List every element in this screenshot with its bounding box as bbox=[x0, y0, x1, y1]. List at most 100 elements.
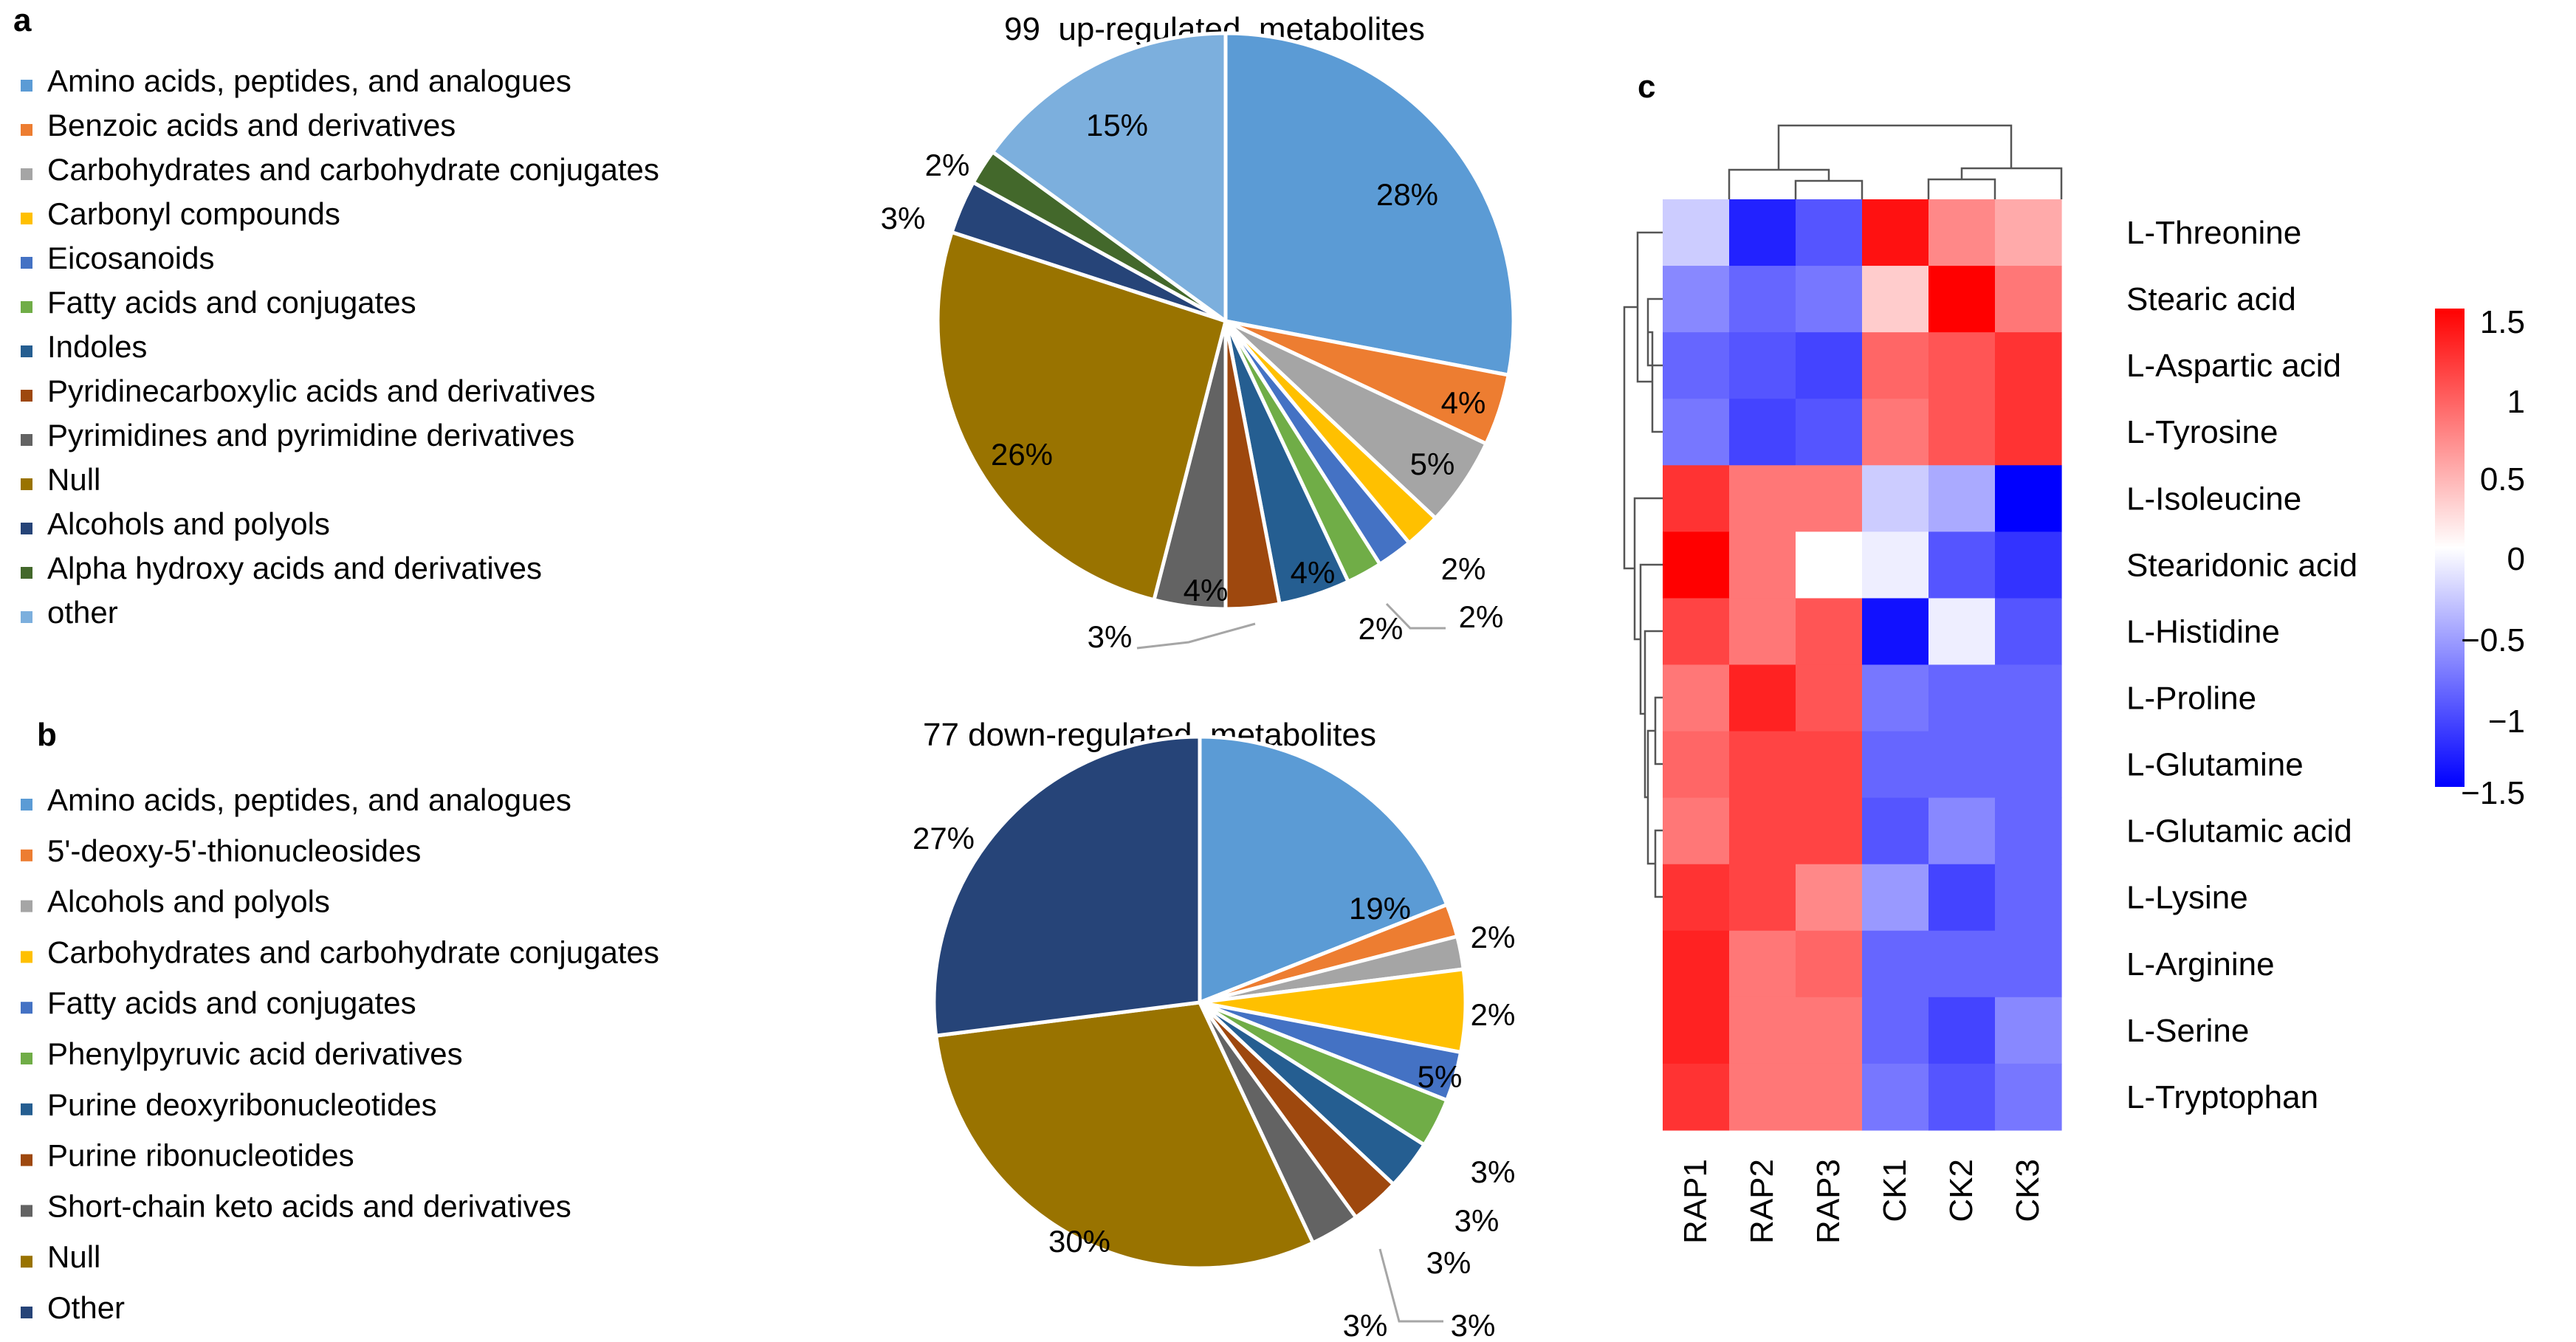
legend-label: other bbox=[47, 595, 118, 630]
pie-chart-b: 19%2%2%5%3%3%3%3%3%30%27% bbox=[913, 734, 1516, 1342]
panel-a-letter: a bbox=[13, 2, 32, 38]
legend-label: Null bbox=[47, 462, 100, 497]
pie-slice bbox=[990, 31, 1228, 325]
legend-label: Other bbox=[47, 1290, 125, 1325]
slice-label: 2% bbox=[1471, 997, 1516, 1032]
legend-swatch bbox=[21, 345, 32, 357]
slice-label: 19% bbox=[1349, 891, 1411, 926]
heatmap-row-label: L-Tryptophan bbox=[2126, 1079, 2318, 1115]
dendrogram-branch bbox=[1728, 168, 1830, 199]
heatmap-cell bbox=[1729, 266, 1796, 333]
legend-label: Fatty acids and conjugates bbox=[47, 285, 416, 320]
legend-swatch bbox=[21, 257, 32, 269]
slice-label: 30% bbox=[1048, 1224, 1110, 1259]
heatmap-cell bbox=[1928, 997, 1996, 1064]
heatmap-cell bbox=[1995, 332, 2062, 399]
heatmap-cell bbox=[1862, 266, 1929, 333]
heatmap-cell bbox=[1663, 199, 1730, 266]
pie-slice bbox=[1198, 734, 1449, 1005]
legend-label: Amino acids, peptides, and analogues bbox=[47, 63, 571, 98]
heatmap-cell bbox=[1995, 797, 2062, 865]
leader-line bbox=[1136, 622, 1256, 650]
legend-label: Fatty acids and conjugates bbox=[47, 985, 416, 1020]
legend-label: 5'-deoxy-5'-thionucleosides bbox=[47, 833, 421, 868]
heatmap-cell bbox=[1796, 930, 1863, 998]
heatmap-cell bbox=[1862, 598, 1929, 666]
slice-label: 4% bbox=[1184, 573, 1229, 608]
legend-swatch bbox=[21, 1307, 32, 1318]
dendrogram-branch bbox=[1633, 497, 1663, 641]
legend-swatch bbox=[21, 900, 32, 912]
heatmap-cell bbox=[1995, 199, 2062, 266]
legend-swatch bbox=[21, 1053, 32, 1064]
heatmap-cell bbox=[1663, 930, 1730, 998]
heatmap-cell bbox=[1663, 399, 1730, 466]
heatmap-col-label: CK1 bbox=[1877, 1159, 1913, 1222]
legend-swatch bbox=[21, 523, 32, 534]
heatmap-row-label: L-Proline bbox=[2126, 681, 2256, 717]
legend-label: Benzoic acids and derivatives bbox=[47, 108, 456, 142]
colorbar-tick-label: −1.5 bbox=[2461, 775, 2525, 811]
legend-swatch bbox=[21, 478, 32, 490]
heatmap-cell bbox=[1995, 664, 2062, 732]
dendrogram-branch bbox=[1646, 729, 1655, 865]
heatmap-row-label: L-Threonine bbox=[2126, 215, 2301, 251]
colorbar-tick-label: 0.5 bbox=[2480, 461, 2525, 498]
legend-label: Phenylpyruvic acid derivatives bbox=[47, 1036, 463, 1071]
heatmap-cell bbox=[1796, 332, 1863, 399]
heatmap-cell bbox=[1995, 864, 2062, 932]
heatmap-row-label: L-Arginine bbox=[2126, 946, 2275, 983]
dendrogram-branch bbox=[1777, 124, 2013, 170]
legend-swatch bbox=[21, 1205, 32, 1217]
dendrogram-branch bbox=[1654, 829, 1663, 898]
legend-swatch bbox=[21, 567, 32, 579]
legend-swatch bbox=[21, 1256, 32, 1268]
heatmap-row-label: L-Lysine bbox=[2126, 880, 2248, 916]
heatmap-cell bbox=[1663, 531, 1730, 599]
pie-slice bbox=[1223, 31, 1516, 378]
legend-label: Alpha hydroxy acids and derivatives bbox=[47, 551, 542, 585]
heatmap-cell bbox=[1928, 930, 1996, 998]
legend-label: Null bbox=[47, 1239, 100, 1274]
heatmap-col-label: RAP2 bbox=[1744, 1159, 1780, 1244]
slice-label: 5% bbox=[1410, 447, 1455, 481]
heatmap-cell bbox=[1995, 997, 2062, 1064]
heatmap-row-label: L-Isoleucine bbox=[2126, 481, 2301, 517]
heatmap-cell bbox=[1663, 997, 1730, 1064]
legend-swatch bbox=[21, 1103, 32, 1115]
heatmap-cell bbox=[1995, 266, 2062, 333]
dendrogram-branch bbox=[1927, 178, 1996, 199]
heatmap-cell bbox=[1995, 731, 2062, 799]
legend-label: Alcohols and polyols bbox=[47, 506, 330, 541]
heatmap-col-label: CK2 bbox=[1943, 1159, 1979, 1222]
heatmap-cell bbox=[1796, 598, 1863, 666]
heatmap-cell bbox=[1928, 797, 1996, 865]
heatmap-row-label: L-Serine bbox=[2126, 1013, 2249, 1049]
dendrogram-branch bbox=[1654, 696, 1663, 765]
heatmap-cell bbox=[1729, 797, 1796, 865]
heatmap-cell bbox=[1928, 266, 1996, 333]
legend-label: Short-chain keto acids and derivatives bbox=[47, 1188, 571, 1223]
dendrogram-branch bbox=[1794, 179, 1864, 199]
legend-label: Amino acids, peptides, and analogues bbox=[47, 782, 571, 817]
heatmap-cell bbox=[1862, 332, 1929, 399]
legend-swatch bbox=[21, 951, 32, 963]
heatmap-row-label: L-Glutamine bbox=[2126, 747, 2304, 783]
slice-label: 2% bbox=[925, 148, 970, 182]
legend-label: Purine deoxyribonucleotides bbox=[47, 1087, 437, 1122]
legend-swatch bbox=[21, 1154, 32, 1166]
slice-label: 3% bbox=[1426, 1245, 1471, 1280]
heatmap-row-label: L-Aspartic acid bbox=[2126, 348, 2341, 384]
heatmap-cell bbox=[1928, 332, 1996, 399]
slice-label: 3% bbox=[881, 201, 926, 235]
colorbar-tick-label: −1 bbox=[2488, 703, 2525, 740]
legend-swatch bbox=[21, 301, 32, 313]
pie-slice bbox=[932, 734, 1202, 1038]
legend-swatch bbox=[21, 80, 32, 92]
slice-label: 5% bbox=[1418, 1059, 1463, 1094]
dendrogram-branch bbox=[1639, 563, 1663, 715]
heatmap-cell bbox=[1663, 465, 1730, 532]
heatmap-cell bbox=[1729, 399, 1796, 466]
legend-label: Purine ribonucleotides bbox=[47, 1138, 354, 1173]
